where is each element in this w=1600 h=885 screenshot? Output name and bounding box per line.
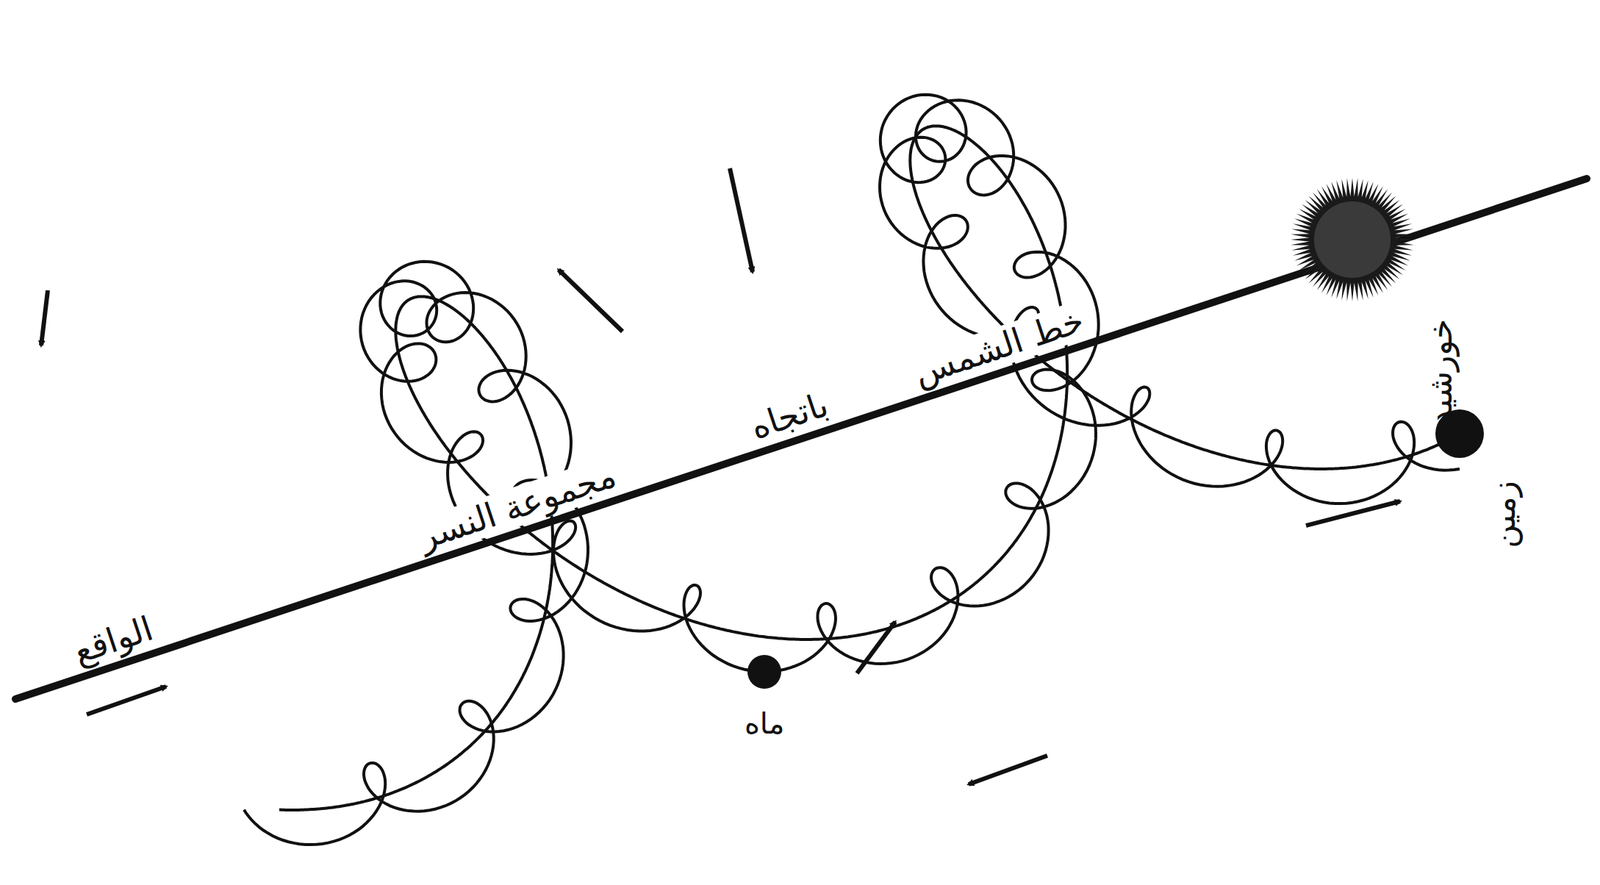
sun-core bbox=[1314, 201, 1391, 278]
motion-arrow bbox=[968, 755, 1048, 785]
moon-path bbox=[244, 94, 1460, 845]
sun-rays bbox=[1290, 177, 1415, 302]
earth-shape bbox=[1434, 408, 1485, 459]
motion-arrow bbox=[86, 686, 167, 715]
moon-dot bbox=[747, 654, 782, 689]
moon-body: ماه bbox=[746, 654, 782, 690]
earth-label: زمین bbox=[1485, 476, 1523, 553]
motion-arrow bbox=[41, 290, 48, 346]
motion-arrow bbox=[1306, 501, 1401, 526]
motion-arrow bbox=[729, 168, 753, 272]
sun-shape bbox=[1290, 177, 1415, 302]
motion-arrow bbox=[856, 621, 896, 674]
sun-body: خورشید bbox=[1290, 177, 1415, 302]
earth-path bbox=[279, 125, 1460, 810]
earth-body: زمین bbox=[1434, 408, 1485, 459]
motion-arrow bbox=[558, 269, 623, 332]
earth-dot bbox=[1435, 409, 1484, 458]
moon-shape bbox=[746, 654, 782, 690]
moon-label: ماه bbox=[740, 706, 790, 741]
sun-direction-line bbox=[15, 178, 1587, 699]
motion-arrows bbox=[41, 168, 1401, 785]
